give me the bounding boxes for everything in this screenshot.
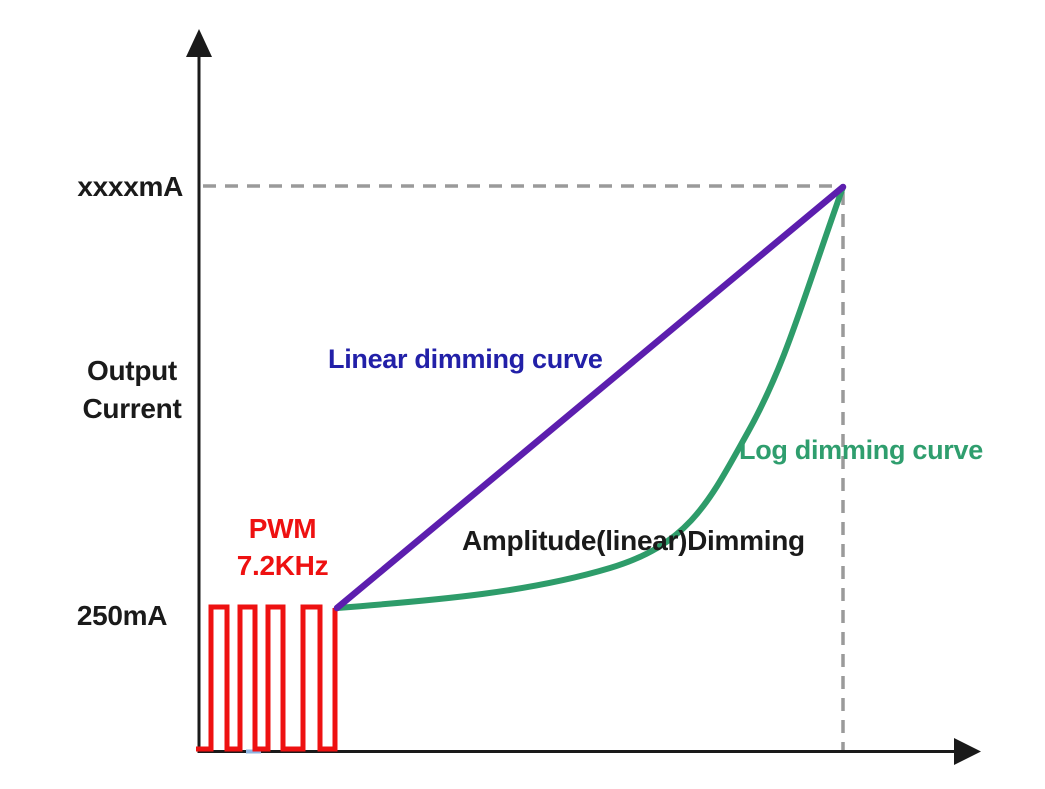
pwm-annotation: PWM 7.2KHz — [236, 513, 329, 581]
y-min-tick-label: 250mA — [76, 600, 168, 631]
y-max-tick-label: xxxxmA — [77, 171, 183, 202]
y-axis-arrow-icon — [186, 29, 212, 57]
x-axis-arrow-icon — [954, 738, 981, 765]
log-dimming-curve — [334, 184, 846, 611]
amplitude-dimming-label: Amplitude(linear)Dimming — [462, 525, 805, 556]
linear-curve-label: Linear dimming curve — [328, 344, 603, 374]
log-curve-label: Log dimming curve — [739, 435, 983, 465]
pwm-waveform — [196, 604, 338, 752]
y-axis-title: Output Current — [82, 355, 182, 424]
linear-dimming-line — [333, 183, 847, 612]
